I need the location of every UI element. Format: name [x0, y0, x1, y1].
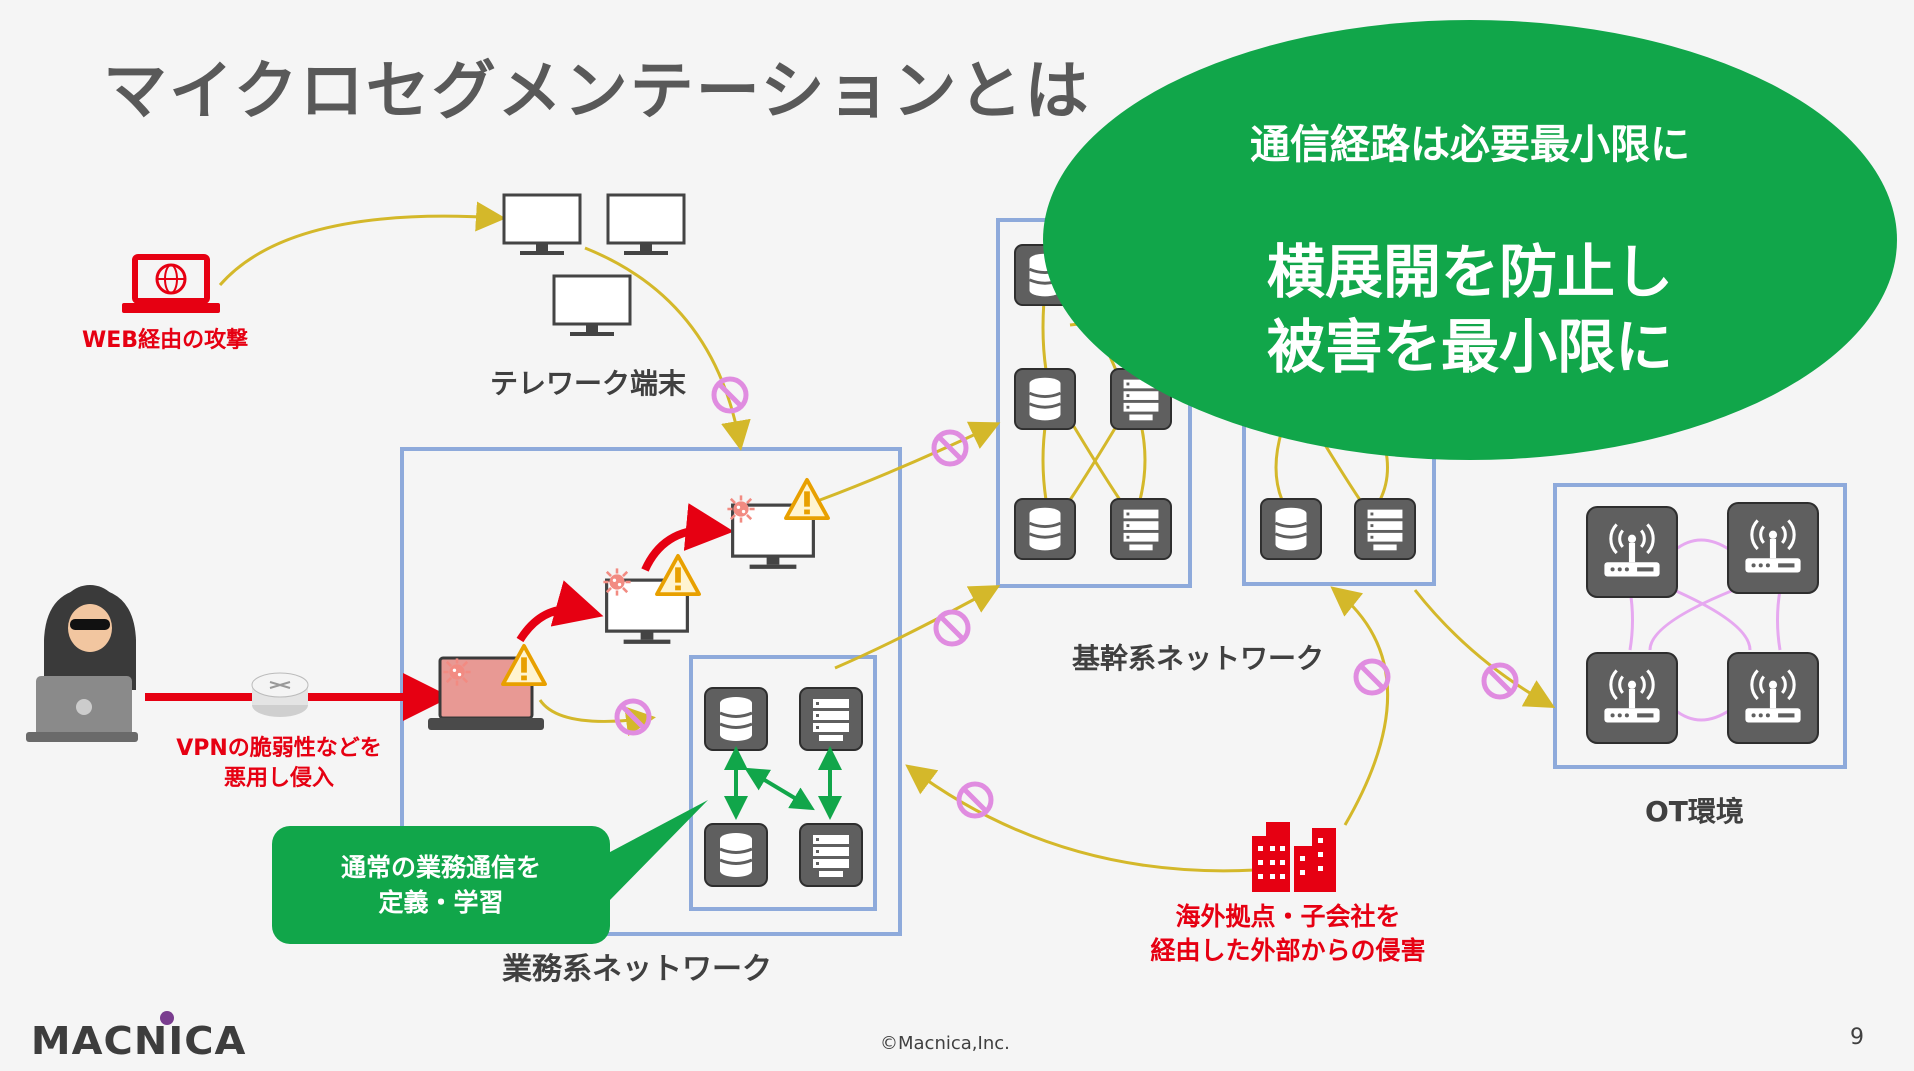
access-point-icon — [1586, 652, 1678, 744]
server-icon — [1354, 498, 1416, 560]
telework-monitor-icon — [606, 193, 686, 257]
lateral-movement-arrow — [641, 503, 734, 572]
flow-business-to-core — [819, 421, 1001, 502]
database-icon — [1260, 498, 1322, 560]
macnica-logo: MACNICA — [30, 1019, 247, 1063]
flow-laptop-to-servers — [538, 699, 656, 737]
block-icon — [617, 701, 649, 733]
learn-line-1: 通常の業務通信を — [340, 853, 541, 882]
block-icon — [936, 612, 968, 644]
learned-flow-arrow — [744, 767, 815, 811]
access-point-icon — [1586, 506, 1678, 598]
callout-line-1: 通信経路は必要最小限に — [1250, 122, 1690, 168]
warning-icon — [655, 553, 701, 597]
overseas-label: 海外拠点・子会社を 経由した外部からの侵害 — [1118, 900, 1458, 968]
telework-label: テレワーク端末 — [490, 367, 687, 400]
hacker-icon — [26, 585, 138, 742]
ot-zone — [1553, 483, 1847, 769]
inner-server-zone — [689, 655, 877, 911]
flow-overseas-to-core — [1330, 586, 1390, 826]
flow-servers-to-core — [834, 585, 1001, 670]
vpn-label-line-2: 悪用し侵入 — [223, 765, 334, 791]
virus-icon — [726, 494, 756, 524]
callout-line-2: 横展開を防止し — [1266, 238, 1673, 306]
router-icon — [251, 672, 309, 717]
flow-core-to-ot — [1413, 589, 1556, 708]
access-point-icon — [1727, 502, 1819, 594]
vpn-label-line-1: VPNの脆弱性などを — [176, 736, 382, 761]
learn-line-2: 定義・学習 — [378, 888, 504, 917]
server-icon — [799, 823, 863, 887]
vpn-label: VPNの脆弱性などを 悪用し侵入 — [168, 734, 390, 793]
web-attack-laptop-icon — [122, 254, 220, 313]
web-attack-label: WEB経由の攻撃 — [82, 328, 249, 353]
callout-line-3: 被害を最小限に — [1266, 313, 1673, 381]
block-icon — [1356, 661, 1388, 693]
page-title: マイクロセグメンテーションとは — [103, 55, 1091, 129]
copyright: ©Macnica,Inc. — [880, 1033, 1010, 1054]
business-network-label: 業務系ネットワーク — [502, 952, 772, 987]
page-number: 9 — [1850, 1025, 1864, 1050]
telework-monitor-icon — [552, 274, 632, 338]
overseas-buildings-icon — [1252, 822, 1336, 892]
logo-dot — [160, 1011, 174, 1025]
overseas-label-line-2: 経由した外部からの侵害 — [1150, 935, 1426, 965]
database-icon — [1014, 498, 1076, 560]
block-icon — [934, 432, 966, 464]
server-icon — [799, 687, 863, 751]
virus-icon — [442, 657, 472, 687]
core-network-label: 基幹系ネットワーク — [1072, 642, 1325, 675]
flow-overseas-to-servers — [905, 764, 1256, 873]
flow-web-to-telework — [218, 201, 506, 286]
telework-monitor-icon — [502, 193, 582, 257]
database-icon — [704, 823, 768, 887]
learn-callout-box: 通常の業務通信を 定義・学習 — [272, 826, 610, 944]
overseas-label-line-1: 海外拠点・子会社を — [1175, 902, 1401, 931]
callout-ellipse — [1043, 20, 1897, 460]
business-network-zone — [400, 447, 902, 936]
ot-label: OT環境 — [1645, 795, 1744, 828]
learn-callout-pointer — [595, 800, 708, 900]
virus-icon — [602, 567, 632, 597]
access-point-icon — [1727, 652, 1819, 744]
database-icon — [704, 687, 768, 751]
lateral-movement-arrow — [516, 580, 604, 643]
server-icon — [1110, 498, 1172, 560]
